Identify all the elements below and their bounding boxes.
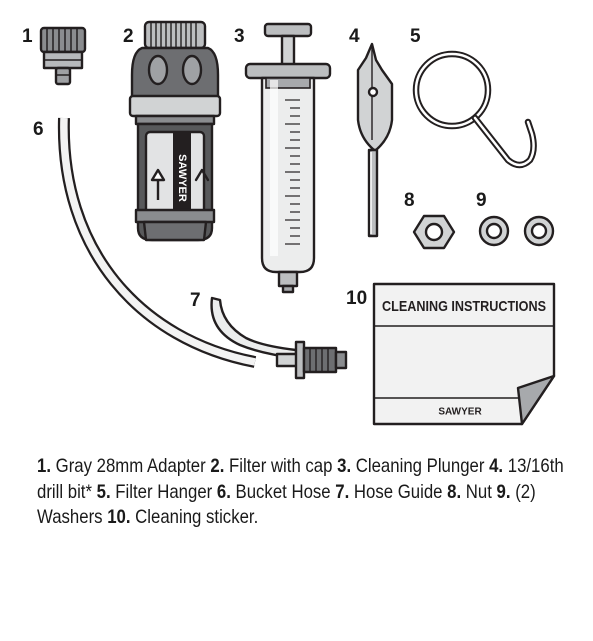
caption-text-8: Nut <box>461 480 497 503</box>
label-7: 7 <box>190 290 201 311</box>
label-1: 1 <box>22 26 33 47</box>
caption-text-5: Filter Hanger <box>110 480 217 503</box>
washers <box>478 215 555 247</box>
label-6: 6 <box>33 119 44 140</box>
caption-text-6: Bucket Hose <box>230 480 336 503</box>
caption-num-1: 1. <box>37 455 51 477</box>
parts-caption: 1. Gray 28mm Adapter 2. Filter with cap … <box>37 454 567 531</box>
caption-text-7: Hose Guide <box>349 480 448 503</box>
label-5: 5 <box>410 26 421 47</box>
label-8: 8 <box>404 190 415 211</box>
gray-adapter <box>39 26 87 86</box>
caption-num-10: 10. <box>107 506 131 528</box>
caption-num-2: 2. <box>210 455 225 477</box>
sticker-title: CLEANING INSTRUCTIONS <box>382 298 546 315</box>
caption-text-4: 13/16th drill bit* <box>37 455 564 503</box>
caption-text-10: Cleaning sticker. <box>130 506 259 528</box>
caption-text-9: (2) Washers <box>37 480 536 529</box>
caption-num-4: 4. <box>489 455 504 477</box>
label-2: 2 <box>123 26 134 47</box>
parts-illustration: SAWYER <box>22 20 556 426</box>
nut <box>412 214 456 250</box>
caption-num-6: 6. <box>216 480 231 503</box>
caption-num-3: 3. <box>337 455 352 477</box>
caption-text-1: Gray 28mm Adapter <box>50 455 211 477</box>
caption-text-2: Filter with cap <box>224 455 338 477</box>
label-10: 10 <box>346 288 367 309</box>
caption-num-5: 5. <box>96 480 111 503</box>
label-3: 3 <box>234 26 245 47</box>
sticker-brand: SAWYER <box>438 407 482 418</box>
cleaning-sticker: CLEANING INSTRUCTIONS SAWYER <box>372 282 556 426</box>
hose-guide <box>210 296 348 380</box>
caption-num-8: 8. <box>447 480 462 503</box>
caption-num-7: 7. <box>335 480 350 503</box>
filter-brand-label: SAWYER <box>176 154 188 202</box>
caption-text-3: Cleaning Plunger <box>351 455 490 477</box>
filter-with-cap: SAWYER <box>128 20 222 242</box>
label-4: 4 <box>349 26 360 47</box>
label-9: 9 <box>476 190 487 211</box>
filter-hanger <box>412 50 537 169</box>
caption-num-9: 9. <box>496 480 511 503</box>
drill-bit <box>356 42 394 238</box>
bucket-hose <box>57 117 257 368</box>
cleaning-plunger <box>244 22 332 294</box>
